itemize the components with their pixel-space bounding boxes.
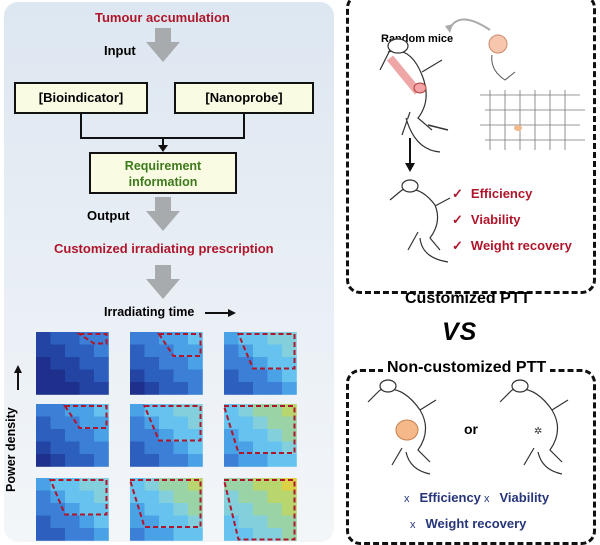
down-arrow-icon [146,265,180,299]
heatmap-tile [222,478,297,541]
customized-ptt-panel [346,0,596,294]
heatmap-tile [222,404,297,467]
hand-icon [488,34,508,54]
small-mouse-icon [491,54,516,81]
requirement-box: Requirement information [89,152,237,194]
heatmap-tile [36,404,109,467]
input-label: Input [104,43,136,58]
check-item: ✓ Weight recovery [452,238,572,254]
check-icon: ✓ [452,238,463,253]
down-arrow-icon [146,197,180,231]
mice-group-icon [480,90,585,150]
fail-item: x Efficiency [404,490,481,505]
check-label: Efficiency [470,186,533,201]
mouse-icon [379,38,443,153]
heatmap-tile [36,478,109,541]
requirement-label: Requirement information [124,159,202,189]
heatmap-tile [130,332,203,395]
prescription-label: Customized irradiating prescription [54,241,274,256]
mouse-with-tumour-icon [367,379,437,475]
nanoprobe-label: [Nanoprobe] [205,90,283,105]
nanoprobe-box: [Nanoprobe] [174,82,314,114]
down-arrow-icon [146,28,180,62]
check-label: Viability [470,212,521,227]
check-label: Weight recovery [470,238,572,253]
fail-label: Viability [499,490,550,505]
check-item: ✓ Efficiency [452,186,532,202]
bioindicator-box: [Bioindicator] [14,82,148,114]
heatmap-tile [128,478,203,541]
fail-item: x Weight recovery [410,516,526,531]
cross-icon: x [404,493,410,505]
cross-icon: x [484,493,490,505]
healthy-mouse-icon [389,179,451,263]
vs-label: VS [442,318,478,346]
fail-item: x Viability [484,490,549,505]
fail-label: Efficiency [419,490,481,505]
check-icon: ✓ [452,212,463,227]
bioindicator-label: [Bioindicator] [38,90,124,105]
output-label: Output [87,208,130,223]
heatmap-grid [36,332,297,541]
customized-ptt-title: Customized PTT [405,290,531,307]
heatmap-tile [36,332,109,395]
irradiating-time-label: Irradiating time [104,305,195,319]
or-label: or [464,421,478,437]
cross-icon: x [410,519,416,531]
check-item: ✓ Viability [452,212,521,228]
fail-label: Weight recovery [425,516,527,531]
mouse-with-scar-icon [499,379,569,475]
mice-illustration [379,18,585,263]
workflow-arrows [14,28,245,390]
heatmap-tile [224,332,297,395]
tumour-accumulation-label: Tumour accumulation [95,10,230,25]
noncustomized-ptt-title: Non-customized PTT [383,359,551,377]
heatmap-tile [130,404,203,467]
check-icon: ✓ [452,186,463,201]
noncustomized-mice-illustration: ✲ [367,379,569,475]
svg-text:✲: ✲ [534,426,542,437]
